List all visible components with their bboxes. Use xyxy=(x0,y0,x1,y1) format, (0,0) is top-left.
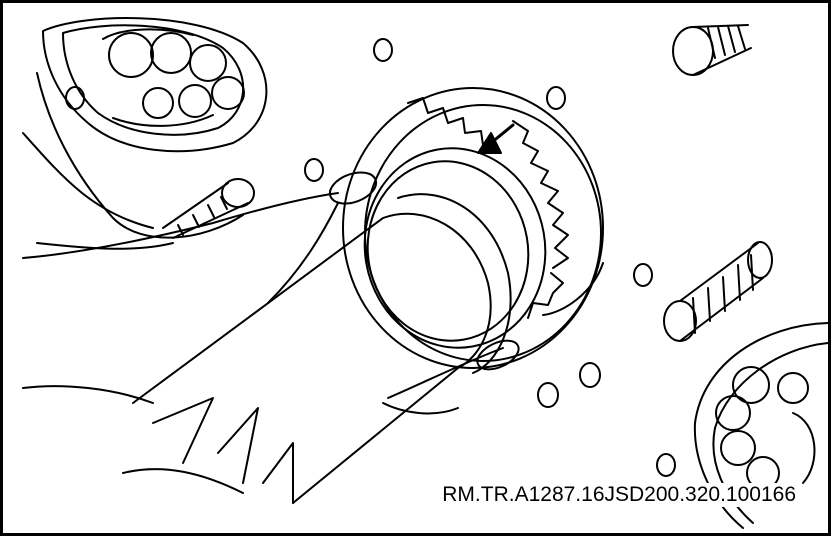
gearbox-illustration xyxy=(22,17,828,529)
seal-ring xyxy=(363,147,547,349)
arrow-down-left-icon xyxy=(477,123,515,154)
bolt-holes xyxy=(65,38,676,477)
stud-left xyxy=(162,178,255,239)
upper-left-bearing xyxy=(42,17,268,153)
stud-right xyxy=(663,241,773,342)
stud-upper-right xyxy=(672,24,752,76)
technician-hand xyxy=(22,171,520,415)
installer-tool xyxy=(122,193,512,504)
housing-outline xyxy=(22,72,244,250)
figure-reference-code: RM.TR.A1287.16JSD200.320.100166 xyxy=(440,483,798,507)
splined-hub xyxy=(342,87,604,369)
